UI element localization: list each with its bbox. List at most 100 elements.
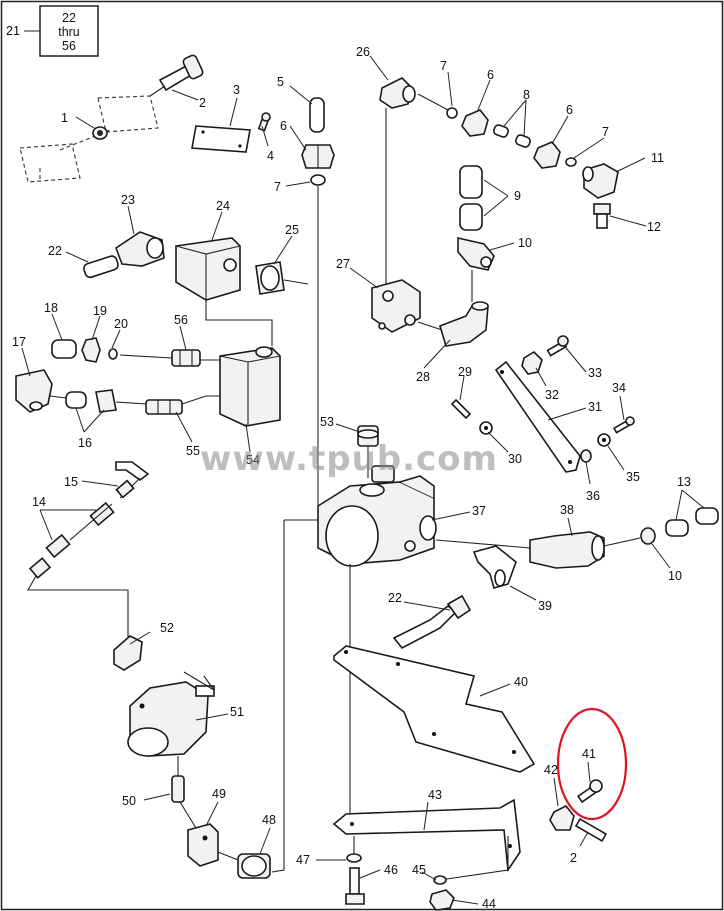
part-22-fitting [83,255,119,279]
label-15: 15 [64,475,78,489]
label-2: 2 [570,851,577,865]
label-16: 16 [78,436,92,450]
label-34: 34 [612,381,626,395]
part-18-sleeve [51,339,77,359]
label-39: 39 [538,599,552,613]
part-15-elbow [115,461,150,481]
label-8: 8 [523,88,530,102]
part-10-clip-top [457,236,495,271]
label-23: 23 [121,193,135,207]
label-47: 47 [296,853,310,867]
ref-box-line3: 56 [62,39,76,53]
label-56: 56 [174,313,188,327]
label-46: 46 [384,863,398,877]
part-54-block [219,346,281,427]
label-12: 12 [647,220,661,234]
part-52-elbow [113,635,143,671]
part-24-block [175,237,241,301]
label-4: 4 [267,149,274,163]
label-7: 7 [440,59,447,73]
label-9: 9 [514,189,521,203]
label-25: 25 [285,223,299,237]
part-41-bolt [576,779,603,804]
label-7: 7 [602,125,609,139]
part-6-nut-a [461,109,489,137]
part-7-fitting-a [446,107,458,119]
label-32: 32 [545,388,559,402]
part-7-fitting-top [310,174,326,186]
part-35-washer [597,433,611,447]
part-7-fitting-b [565,157,577,167]
label-45: 45 [412,863,426,877]
label-29: 29 [458,365,472,379]
part-38-coupler [529,531,605,569]
part-labels: 1 2 3 4 5 6 7 26 7 6 8 6 7 11 12 9 10 23… [12,45,691,911]
label-50: 50 [122,794,136,808]
part-12-fitting [593,203,611,229]
label-33: 33 [588,366,602,380]
label-13: 13 [677,475,691,489]
label-31: 31 [588,400,602,414]
part-20-fitting [108,348,118,360]
part-2-stud-lower [574,817,608,843]
label-44: 44 [482,897,496,911]
part-3-plate [191,125,251,153]
label-14: 14 [32,495,46,509]
label-6: 6 [280,119,287,133]
part-55-union [145,399,183,415]
ref-box-line1: 22 [62,11,76,25]
part-49-tee [187,823,219,867]
label-18: 18 [44,301,58,315]
label-30: 30 [508,452,522,466]
part-9-sleeves [459,165,483,231]
label-19: 19 [93,304,107,318]
part-22-tube [392,594,472,650]
label-51: 51 [230,705,244,719]
watermark: www.tpub.com [200,439,498,479]
part-42-nut [549,804,575,831]
part-27-tee [371,279,421,333]
part-1-nut [92,126,108,140]
label-17: 17 [12,335,26,349]
part-8-sleeves [493,124,531,148]
part-36-spacer [580,449,592,463]
label-54: 54 [246,453,260,467]
label-53: 53 [320,415,334,429]
label-5: 5 [277,75,284,89]
part-53-fitting [357,425,379,447]
part-10-clip-right [640,527,656,545]
part-43-bracket [332,798,521,873]
label-2: 2 [199,96,206,110]
part-23-elbow [115,231,165,267]
part-11-elbow [582,163,619,199]
label-48: 48 [262,813,276,827]
part-31-bracket [494,360,581,473]
part-2-stud [149,54,204,97]
part-40-bracket [333,645,536,773]
part-33-bolt [546,335,569,357]
part-37-top-fitting [371,465,395,483]
ref-box-line2: thru [58,25,80,39]
part-6-nut-b [533,141,561,169]
label-22: 22 [48,244,62,258]
label-3: 3 [233,83,240,97]
label-6: 6 [566,103,573,117]
label-37: 37 [472,504,486,518]
part-13-sleeves [665,507,719,537]
ref-box-number: 21 [6,24,20,38]
highlight-circle [556,707,628,821]
reference-box: 21 22 thru 56 [6,5,99,57]
part-34-screw [612,416,635,434]
label-22: 22 [388,591,402,605]
label-11: 11 [651,151,664,165]
label-7: 7 [274,180,281,194]
label-6: 6 [487,68,494,82]
label-40: 40 [514,675,528,689]
label-26: 26 [356,45,370,59]
label-1: 1 [61,111,68,125]
label-36: 36 [586,489,600,503]
part-46-bolt [345,867,365,905]
part-47-washer [346,853,362,863]
part-39-elbow [472,545,517,589]
